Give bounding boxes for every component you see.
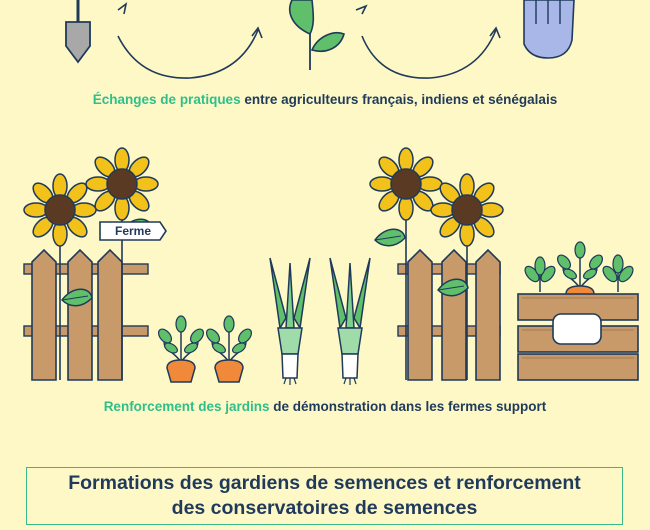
gardens-caption-highlight: Renforcement des jardins	[103, 399, 270, 414]
left-fence	[23, 147, 159, 381]
gardens-caption: Renforcement des jardins de démonstratio…	[0, 399, 650, 414]
exchange-caption: Échanges de pratiques entre agriculteurs…	[0, 92, 650, 107]
carrot-icon	[155, 315, 207, 383]
planter-box	[517, 241, 639, 381]
farm-sign-label: Ferme	[115, 224, 151, 238]
carrot-icon	[203, 315, 255, 383]
sprout-icon	[288, 0, 345, 70]
training-banner: Formations des gardiens de semences et r…	[26, 467, 623, 525]
cycle-arrows-icon	[117, 2, 501, 79]
hand-icon	[523, 0, 575, 59]
banner-line-2: des conservatoires de semences	[171, 497, 478, 519]
leek-icon	[269, 257, 311, 386]
exchange-caption-highlight: Échanges de pratiques	[92, 92, 241, 107]
banner-line-1: Formations des gardiens de semences et r…	[68, 472, 581, 494]
right-fence	[369, 147, 504, 381]
gardens-caption-rest: de démonstration dans les fermes support	[269, 399, 547, 414]
exchange-caption-rest: entre agriculteurs français, indiens et …	[240, 92, 558, 107]
farm-sign	[99, 221, 167, 241]
leek-icon	[329, 257, 371, 386]
trowel-icon	[65, 0, 91, 64]
